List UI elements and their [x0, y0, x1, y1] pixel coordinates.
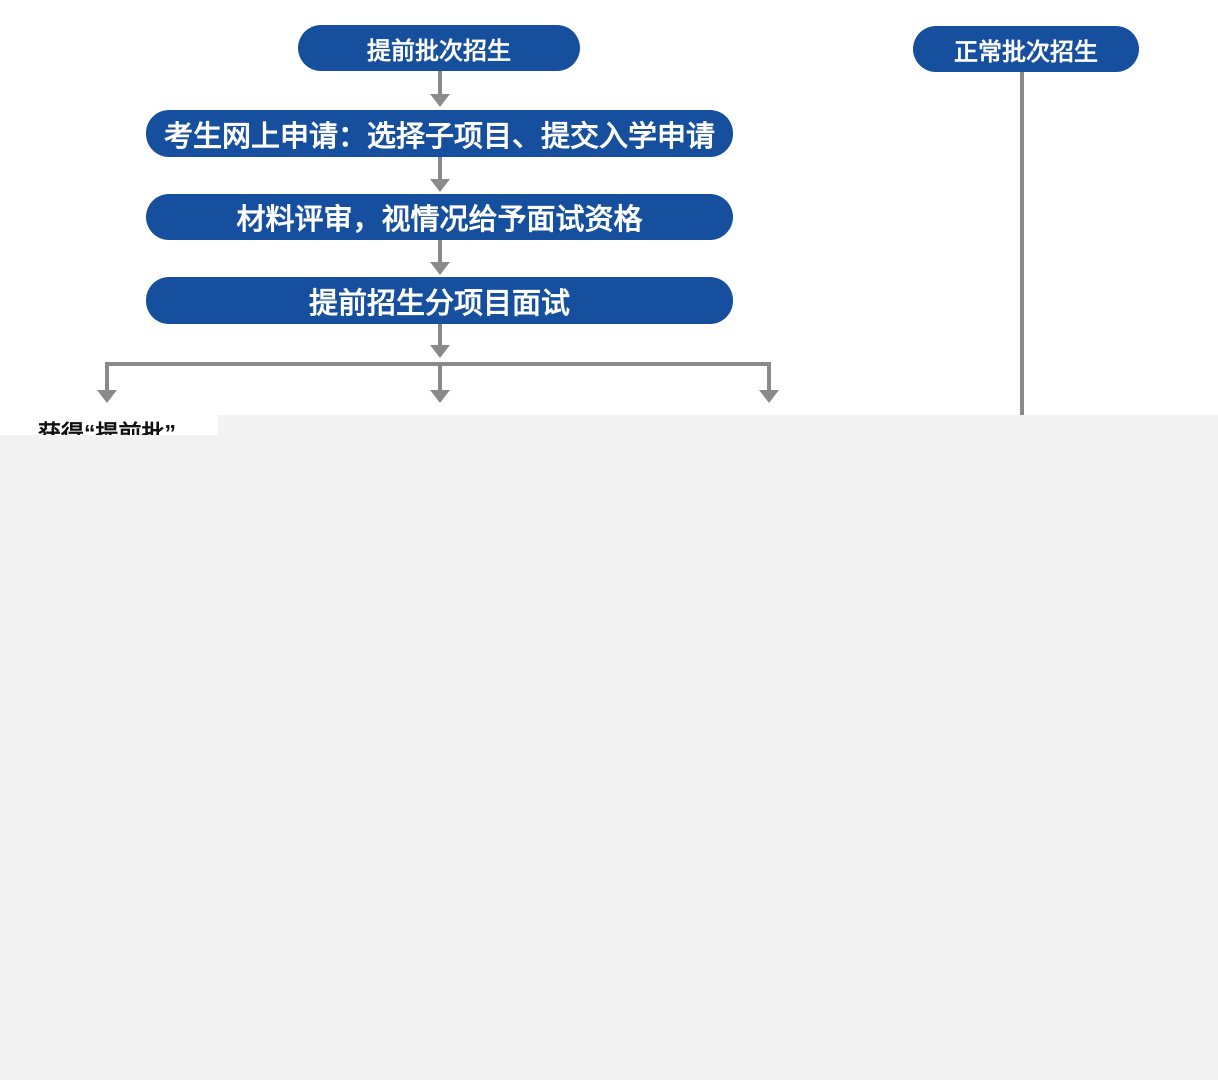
down-arrowhead-icon — [430, 94, 450, 107]
cutoff-label-notch: 获得“提前批” — [0, 415, 218, 435]
early-batch-result-label: 获得“提前批” — [38, 420, 176, 435]
down-arrowhead-icon — [430, 345, 450, 358]
connector-line — [438, 324, 442, 345]
connector-line — [767, 362, 771, 390]
down-arrowhead-icon — [430, 390, 450, 403]
down-arrowhead-icon — [97, 390, 117, 403]
connector-line — [438, 71, 442, 94]
connector-line — [105, 362, 109, 390]
unloaded-content-placeholder — [0, 415, 1218, 1080]
down-arrowhead-icon — [430, 262, 450, 275]
early-batch-title-node: 提前批次招生 — [298, 25, 580, 71]
connector-line — [438, 240, 442, 262]
connector-line — [438, 366, 442, 390]
normal-batch-title-node: 正常批次招生 — [913, 26, 1139, 72]
down-arrowhead-icon — [759, 390, 779, 403]
apply-online-step-node: 考生网上申请：选择子项目、提交入学申请 — [146, 110, 733, 157]
interview-step-node: 提前招生分项目面试 — [146, 277, 733, 324]
connector-line — [438, 157, 442, 179]
normal-track-connector-line — [1020, 72, 1024, 415]
branch-bar-line — [105, 362, 771, 366]
down-arrowhead-icon — [430, 179, 450, 192]
material-review-step-node: 材料评审，视情况给予面试资格 — [146, 194, 733, 240]
